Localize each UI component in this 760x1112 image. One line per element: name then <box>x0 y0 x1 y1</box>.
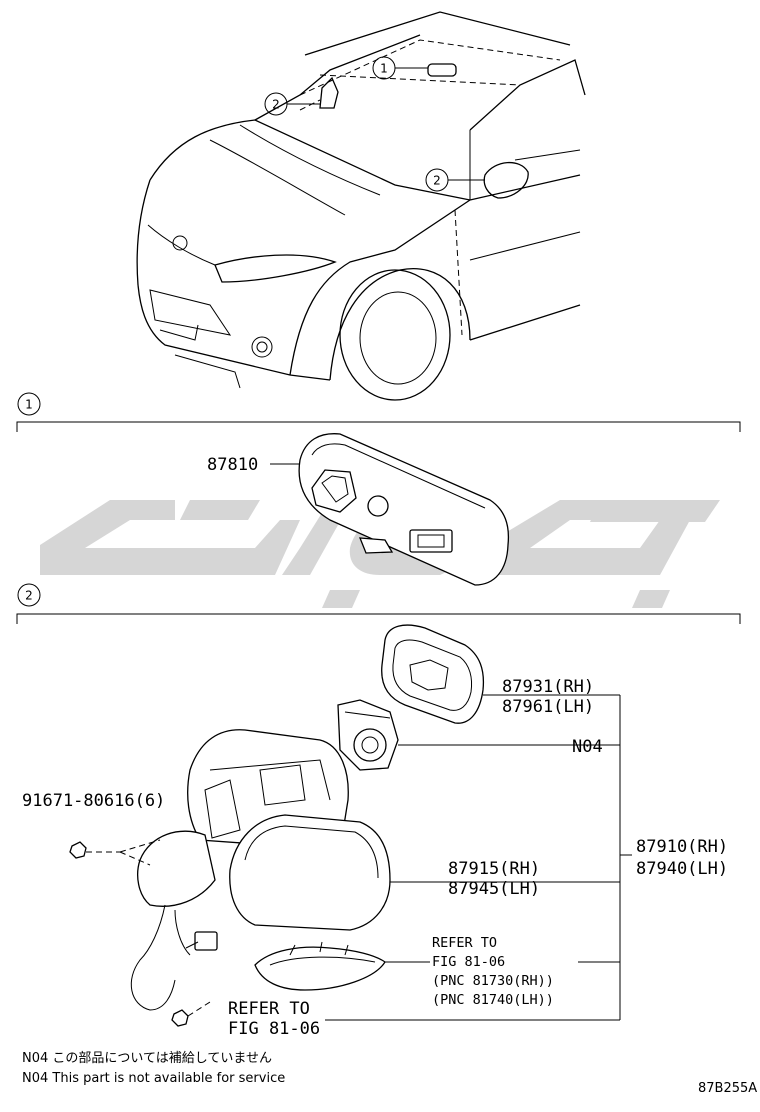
figure-code: 87B255A <box>698 1081 757 1096</box>
mirror-actuator-n04 <box>337 699 399 771</box>
part-label-87910: 87910(RH) <box>636 837 728 857</box>
refer-note-2-line1: REFER TO <box>228 999 310 1019</box>
footnote-japanese: N04 この部品については補給していません <box>22 1051 272 1066</box>
part-label-n04: N04 <box>572 737 603 757</box>
footnote-english: N04 This part is not available for servi… <box>22 1071 285 1086</box>
refer-note-1-pnc2: (PNC 81740(LH)) <box>432 992 554 1008</box>
callout-1-car: 1 <box>372 56 428 80</box>
part-label-87961: 87961(LH) <box>502 697 594 717</box>
leader-lines <box>325 694 632 1021</box>
mirror-base-cable <box>130 830 218 1011</box>
refer-note-1-line2: FIG 81-06 <box>432 954 505 970</box>
turn-signal-lamp <box>254 941 386 991</box>
mirror-glass <box>381 624 485 724</box>
part-label-87931: 87931(RH) <box>502 677 594 697</box>
section-2-header: 2 <box>16 583 741 624</box>
part-label-87940: 87940(LH) <box>636 859 728 879</box>
car-illustration <box>136 11 586 401</box>
mirror-outer-cover <box>229 814 391 931</box>
rear-view-mirror <box>270 433 510 586</box>
callout-2-car-right: 2 <box>425 168 485 192</box>
callout-2-car-left: 2 <box>264 92 320 116</box>
svg-text:2: 2 <box>25 589 33 603</box>
part-label-87915: 87915(RH) <box>448 859 540 879</box>
svg-text:1: 1 <box>25 398 33 412</box>
part-label-87810: 87810 <box>207 455 258 475</box>
part-label-91671: 91671-80616(6) <box>22 791 165 811</box>
svg-text:1: 1 <box>380 62 388 76</box>
refer-note-2-line2: FIG 81-06 <box>228 1019 320 1039</box>
part-label-87945: 87945(LH) <box>448 879 540 899</box>
screw-parts <box>69 839 211 1027</box>
svg-text:2: 2 <box>433 174 441 188</box>
refer-note-1-pnc1: (PNC 81730(RH)) <box>432 973 554 989</box>
section-1-header: 1 <box>16 392 741 432</box>
svg-text:2: 2 <box>272 98 280 112</box>
refer-note-1-line1: REFER TO <box>432 935 497 951</box>
